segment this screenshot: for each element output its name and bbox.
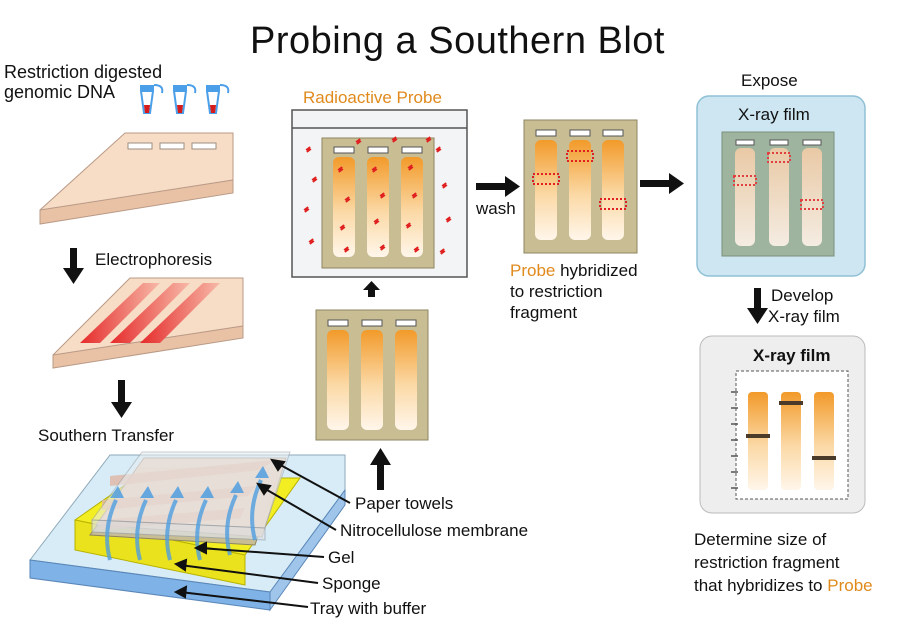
electrophoresis-gel (52, 277, 244, 369)
up-arrow-icon (370, 448, 391, 490)
probe-word: Probe (510, 261, 556, 280)
gel-slab (39, 132, 234, 225)
down-arrow-icon (63, 248, 84, 284)
developed-film-label: X-ray film (753, 346, 831, 365)
transfer-apparatus (29, 451, 346, 612)
restriction-label-line2: genomic DNA (4, 82, 116, 102)
xray-film-label: X-ray film (738, 105, 810, 124)
probe-bag (291, 109, 468, 278)
electrophoresis-label: Electrophoresis (95, 250, 213, 269)
southern-transfer-label: Southern Transfer (38, 426, 175, 445)
hybridized-label-line3: fragment (510, 303, 578, 322)
develop-label-line2: X-ray film (768, 307, 840, 326)
radioactive-probe-label: Radioactive Probe (303, 88, 442, 107)
hybridized-membrane (523, 119, 638, 254)
callout-tray: Tray with buffer (310, 599, 427, 618)
exposed-film (696, 95, 866, 277)
determine-probe: Probe (827, 576, 873, 595)
callout-paper-towels: Paper towels (355, 494, 454, 513)
callout-nitrocellulose: Nitrocellulose membrane (340, 521, 529, 540)
determine-label-line1: Determine size of (694, 530, 827, 549)
restriction-label-line1: Restriction digested (4, 62, 163, 82)
wash-label: wash (476, 199, 516, 218)
develop-label-line1: Develop (771, 286, 834, 305)
callout-arrows (173, 458, 351, 608)
down-arrow-icon (747, 288, 768, 324)
determine-prefix: that hybridizes to (694, 576, 828, 595)
right-arrow-icon (476, 176, 520, 197)
hybridized-label-line1: Probe hybridized (510, 261, 638, 281)
hybridized-label-line2: to restriction (510, 282, 603, 301)
radioactive-squiggle-icon (303, 136, 452, 255)
developed-film (699, 335, 866, 514)
expose-label: Expose (741, 71, 798, 90)
determine-label-line3: that hybridizes to Probe (694, 576, 873, 596)
callout-sponge: Sponge (322, 574, 381, 593)
callout-gel: Gel (328, 548, 355, 567)
pipette-tube-icon (139, 84, 230, 114)
determine-label-line2: restriction fragment (694, 553, 840, 572)
membrane-after-transfer (315, 309, 429, 441)
right-arrow-icon (640, 173, 684, 194)
diagram-title: Probing a Southern Blot (250, 20, 665, 62)
up-arrow-icon (363, 281, 380, 297)
down-arrow-icon (111, 380, 132, 418)
hybridized-rest: hybridized (555, 261, 638, 280)
